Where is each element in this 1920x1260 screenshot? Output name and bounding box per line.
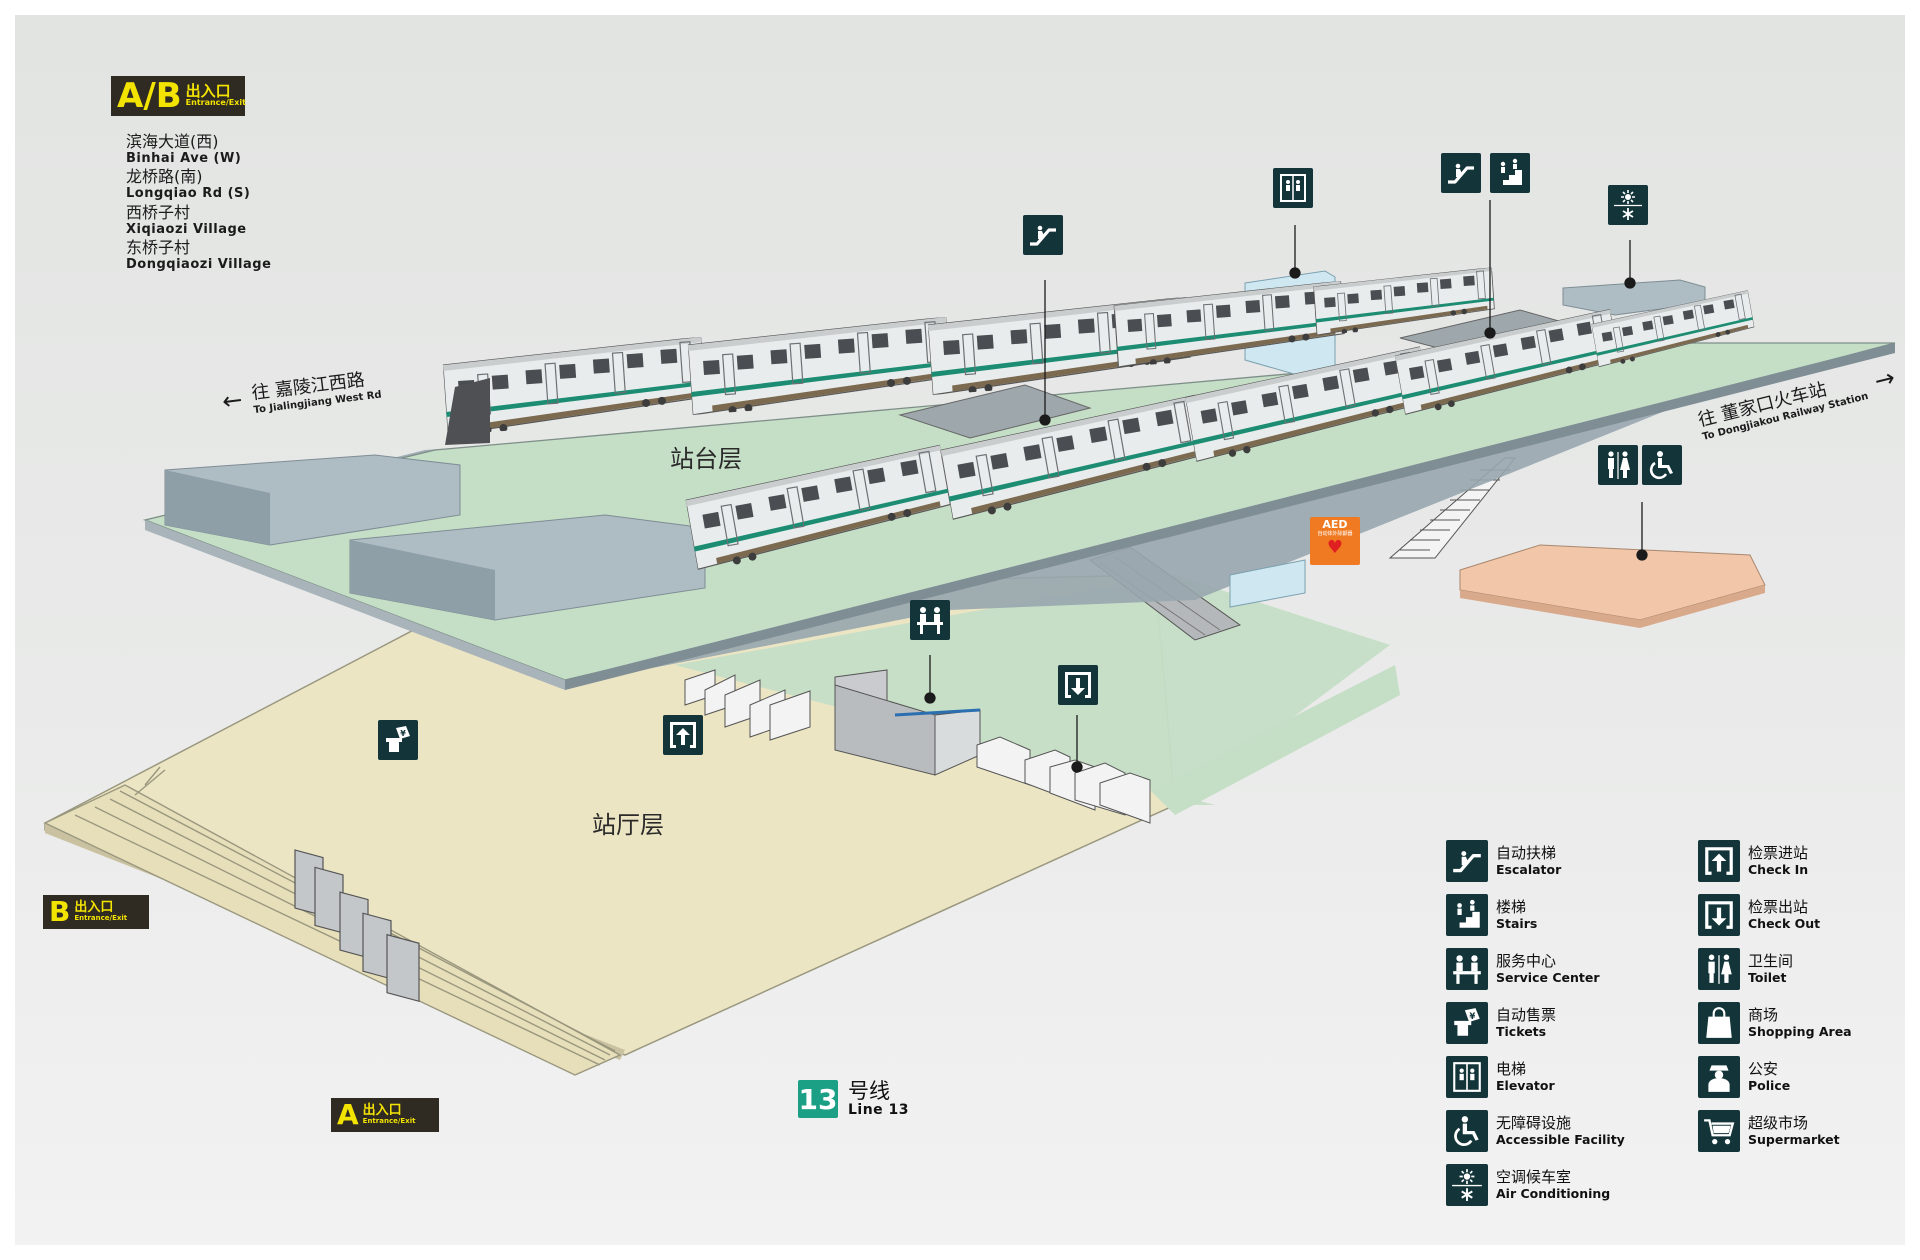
station-map-canvas: A/B 出入口 Entrance/Exit 滨海大道(西) Binhai Ave…	[15, 15, 1905, 1245]
escalator-icon	[1441, 153, 1481, 193]
air-conditioning-icon	[1608, 185, 1648, 225]
elevator-icon	[1446, 1056, 1488, 1098]
check-in-icon	[663, 715, 703, 755]
arrow-left-icon: ←	[220, 385, 244, 416]
supermarket-icon	[1698, 1110, 1740, 1152]
service-center-icon	[910, 600, 950, 640]
exit-ab-letter: A/B	[117, 76, 182, 116]
toilet-icon	[1598, 445, 1638, 485]
fare-gates-out	[976, 736, 1151, 824]
service-center-icon	[1446, 948, 1488, 990]
exit-b-letter: B	[49, 895, 71, 928]
commercial-area	[1459, 544, 1766, 621]
street-longqiao: 龙桥路(南) Longqiao Rd (S)	[126, 167, 251, 202]
aed-label: AED	[1322, 518, 1348, 531]
exit-b-badge: B 出入口 Entrance/Exit	[43, 895, 149, 929]
ticket-machine-icon	[378, 720, 418, 760]
check-out-icon	[1058, 665, 1098, 705]
concourse-level-floor	[43, 457, 1766, 1076]
check-out-icon	[1698, 894, 1740, 936]
concourse-level-label: 站厅层	[592, 811, 664, 839]
check-in-icon	[1698, 840, 1740, 882]
aed-sign: AED 自动体外除颤器 ♥	[1310, 517, 1360, 565]
line-number: 13	[798, 1080, 838, 1118]
escalator-icon	[1023, 215, 1063, 255]
exit-ab-badge: A/B 出入口 Entrance/Exit	[111, 76, 246, 116]
exit-ab-en: Entrance/Exit	[185, 98, 246, 108]
sign-connector-lines	[924, 200, 1648, 773]
exit-ab-zh: 出入口	[185, 81, 231, 100]
accessible-icon	[1446, 1110, 1488, 1152]
elevator-icon	[1273, 168, 1313, 208]
line-en: Line 13	[848, 1102, 910, 1118]
ticket-machines	[294, 849, 420, 1003]
escalator-icon	[1446, 840, 1488, 882]
line-zh: 号线	[848, 1079, 890, 1103]
street-binhai: 滨海大道(西) Binhai Ave (W)	[126, 132, 242, 167]
police-icon	[1698, 1056, 1740, 1098]
service-center-booth	[834, 669, 981, 776]
shopping-icon	[1698, 1002, 1740, 1044]
ticket-machine-icon	[1446, 1002, 1488, 1044]
exit-a-badge: A 出入口 Entrance/Exit	[331, 1098, 439, 1132]
platform-level-floor	[142, 270, 1896, 690]
accessible-icon	[1642, 445, 1682, 485]
exit-a-letter: A	[337, 1098, 359, 1131]
aed-heart-icon: ♥	[1326, 537, 1344, 558]
street-xiqiaozi: 西桥子村 Xiqiaozi Village	[126, 203, 247, 238]
aed-sublabel: 自动体外除颤器	[1317, 531, 1353, 537]
stairs-icon	[1490, 153, 1530, 193]
platform-level-label: 站台层	[670, 445, 742, 473]
train-left-track	[442, 267, 1496, 445]
air-conditioning-icon	[1446, 1164, 1488, 1206]
station-3d-scene	[43, 200, 1896, 1076]
fare-gates-in	[684, 669, 811, 741]
street-dongqiaozi: 东桥子村 Dongqiaozi Village	[126, 238, 272, 273]
line-13-badge: 13 号线 Line 13	[798, 1080, 909, 1118]
stairs-icon	[1446, 894, 1488, 936]
toilet-icon	[1698, 948, 1740, 990]
